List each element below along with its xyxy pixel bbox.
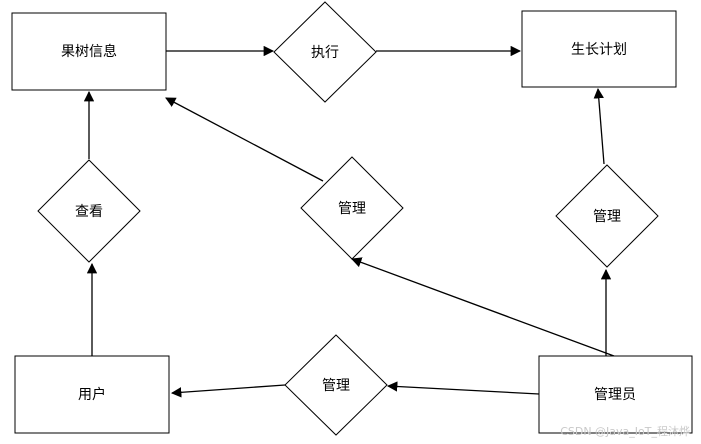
entity-growth-plan — [521, 10, 677, 88]
entity-fruit-tree-info-label: 果树信息 — [61, 43, 117, 60]
edge-admin-to-manage-fruit — [351, 257, 615, 357]
relationship-manage-plan — [555, 164, 659, 268]
entity-growth-plan-label: 生长计划 — [571, 42, 627, 58]
watermark-text: CSDN @Java_IoT_程沐烨 — [560, 425, 690, 438]
edge-manage-to-fruit — [165, 97, 324, 182]
relationship-manage-fruit — [300, 156, 404, 260]
relationship-execute-label: 执行 — [311, 45, 339, 61]
edge-manage-plan-to-growth-plan — [593, 87, 605, 165]
entity-user-label: 用户 — [78, 386, 106, 403]
entity-admin — [538, 355, 693, 434]
entity-fruit-tree-info — [11, 12, 167, 91]
relationship-manage-user-label: 管理 — [322, 378, 350, 394]
relationship-view — [37, 159, 141, 263]
entity-user — [14, 355, 170, 434]
relationship-manage-fruit-label: 管理 — [338, 201, 366, 217]
relationship-execute — [273, 1, 377, 103]
edge-manage-user-to-user — [170, 384, 286, 398]
relationship-manage-plan-label: 管理 — [593, 209, 621, 225]
relationship-manage-user — [284, 334, 388, 436]
relationship-view-label: 查看 — [75, 204, 103, 220]
edge-admin-to-manage-user — [386, 381, 540, 395]
entity-admin-label: 管理员 — [594, 387, 636, 403]
